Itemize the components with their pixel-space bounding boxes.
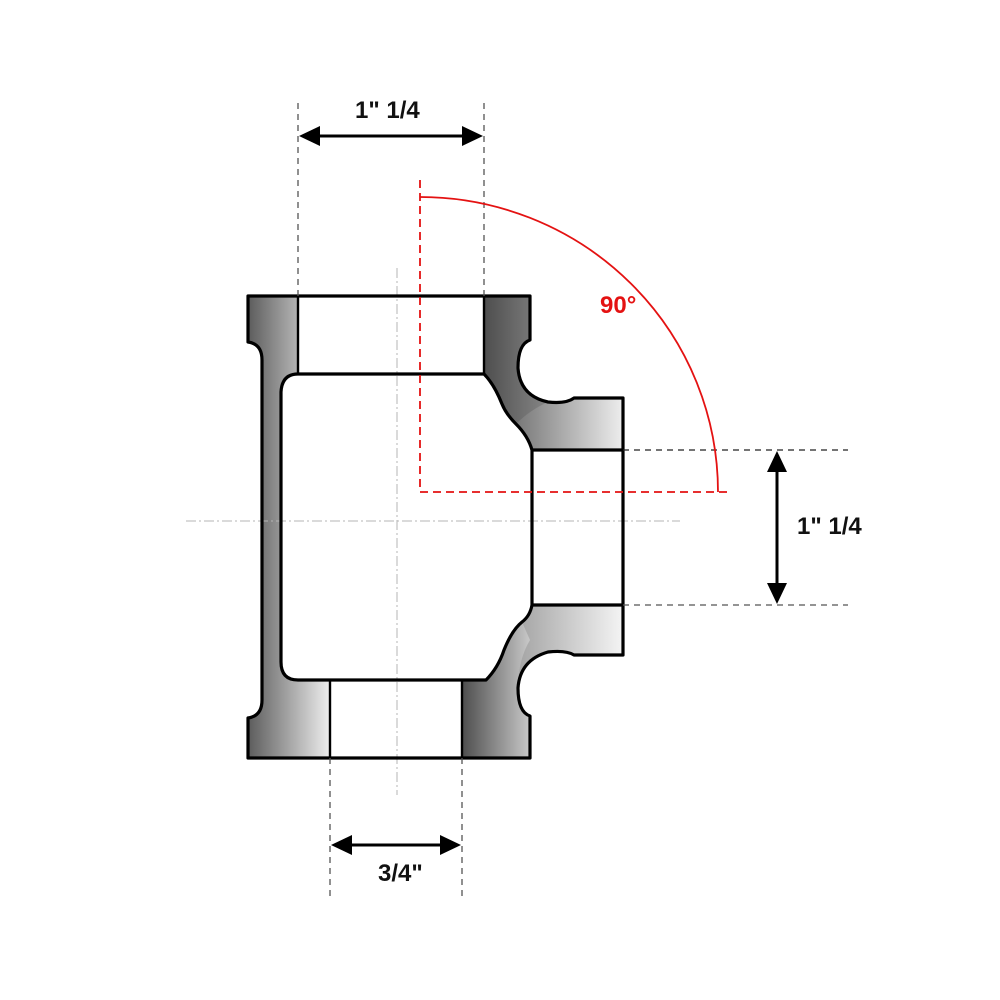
arrow-up-icon: [767, 451, 787, 472]
arrow-down-icon: [767, 583, 787, 604]
top-dimension: 1" 1/4: [299, 97, 483, 146]
arrow-right-icon: [440, 835, 461, 855]
extension-lines: [297, 103, 848, 898]
side-dimension: 1" 1/4: [767, 451, 862, 604]
arrow-left-icon: [331, 835, 352, 855]
fitting-outline: [246, 294, 625, 760]
arrow-left-icon: [299, 126, 320, 146]
arrow-right-icon: [462, 126, 483, 146]
angle-annotation: 90°: [419, 180, 730, 493]
side-dimension-label: 1" 1/4: [797, 513, 862, 540]
branch-upper-wall: [516, 398, 623, 450]
fitting-body: [248, 296, 623, 758]
right-lower-wall: [462, 622, 530, 758]
left-wall: [248, 296, 330, 758]
bottom-dimension: 3/4": [331, 835, 461, 887]
bottom-dimension-label: 3/4": [378, 860, 423, 887]
top-dimension-label: 1" 1/4: [355, 97, 420, 124]
angle-label: 90°: [600, 292, 636, 319]
